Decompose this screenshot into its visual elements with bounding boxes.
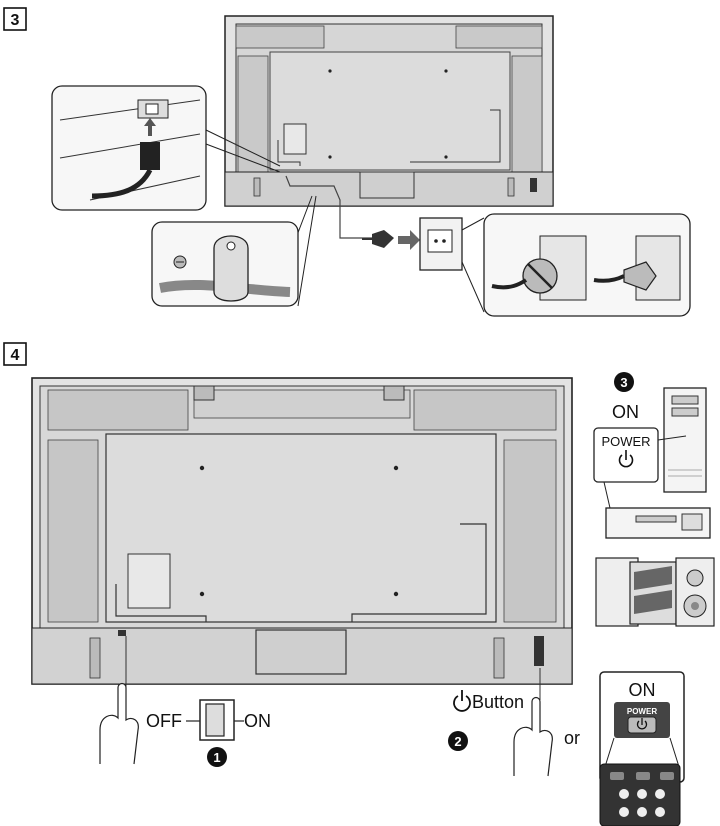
step-badge-1 [207, 747, 227, 767]
outlet-icon [419, 217, 463, 271]
switch-on-label: ON [244, 711, 271, 731]
remote-control: ON POWER [599, 671, 685, 826]
hand-icon [99, 682, 139, 765]
switch-off-label: OFF [146, 711, 182, 731]
step-4-number: 4 [11, 347, 20, 364]
cable-clamp-icon [213, 235, 249, 302]
or-label: or [564, 728, 580, 748]
pc-tower [663, 387, 707, 493]
step-4-section: 4 OFF [3, 342, 715, 826]
plug-to-outlet [362, 217, 485, 313]
step-3-section: 3 [3, 7, 691, 317]
main-power-switch-group: OFF ON 1 [99, 636, 271, 767]
step-3-number: 3 [11, 12, 20, 29]
power-icon [636, 718, 648, 730]
step-badge-3 [614, 372, 634, 392]
monitor-back-small [224, 15, 554, 207]
step-badge-2-number: 2 [454, 734, 461, 749]
plug-icon [140, 142, 160, 170]
step-badge-1-number: 1 [213, 750, 220, 765]
clamp-callout [151, 195, 317, 307]
power-button-label: Button [472, 692, 524, 712]
hand-icon [513, 696, 553, 777]
step-badge-3-number: 3 [620, 375, 627, 390]
outlet-callout [483, 213, 691, 317]
power-button-group: Button 2 or [448, 668, 580, 777]
power-cable-path [285, 175, 378, 239]
step-3-box [3, 7, 27, 31]
power-icon [453, 690, 471, 712]
inlet-callout [51, 85, 281, 211]
step-badge-2 [448, 731, 468, 751]
step-4-box [3, 342, 27, 366]
monitor-back-large [31, 377, 573, 685]
external-devices: 3 ON POWER [593, 372, 715, 627]
remote-on-label: ON [629, 680, 656, 700]
pc-on-label: ON [612, 402, 639, 422]
power-icon [618, 450, 634, 468]
pc-power-label: POWER [601, 434, 650, 449]
remote-power-label: POWER [627, 707, 657, 716]
